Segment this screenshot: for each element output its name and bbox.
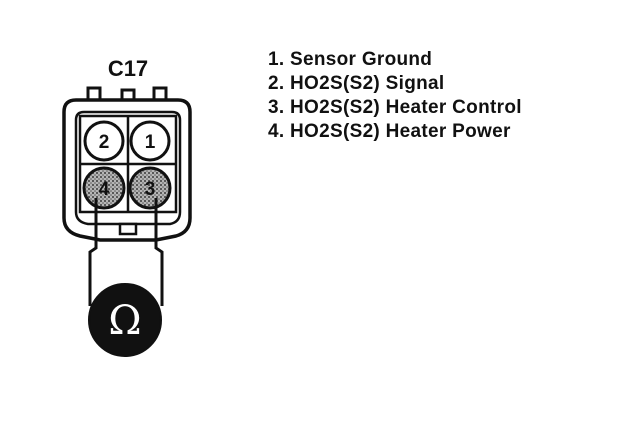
legend-item-4: 4. HO2S(S2) Heater Power xyxy=(268,121,511,142)
ohmmeter-icon xyxy=(88,283,162,357)
pin-4-label: 4 xyxy=(99,179,110,200)
ohm-symbol: Ω xyxy=(108,298,141,344)
probe-leads xyxy=(88,198,164,306)
pin-cavity-grid xyxy=(78,114,178,214)
probe-lead-pin-4 xyxy=(88,198,98,306)
pin-1: 1 xyxy=(129,120,171,162)
ohmmeter: Ω xyxy=(88,283,162,357)
pin-legend: 1. Sensor Ground 2. HO2S(S2) Signal 3. H… xyxy=(268,48,522,144)
legend-item-2: 2. HO2S(S2) Signal xyxy=(268,73,445,94)
legend-item-1: 1. Sensor Ground xyxy=(268,49,433,70)
connector-label: C17 xyxy=(108,56,148,81)
pin-2: 2 xyxy=(83,120,125,162)
probe-lead-pin-3 xyxy=(154,198,164,306)
pin-2-label: 2 xyxy=(99,132,110,153)
pin-4: 4 xyxy=(82,166,126,210)
pin-3: 3 xyxy=(128,166,172,210)
pin-3-label: 3 xyxy=(145,179,156,200)
connector-key-notch xyxy=(118,222,138,236)
connector-housing-inner xyxy=(74,110,182,226)
legend-item-3: 3. HO2S(S2) Heater Control xyxy=(268,97,522,118)
pin-1-label: 1 xyxy=(145,132,156,153)
